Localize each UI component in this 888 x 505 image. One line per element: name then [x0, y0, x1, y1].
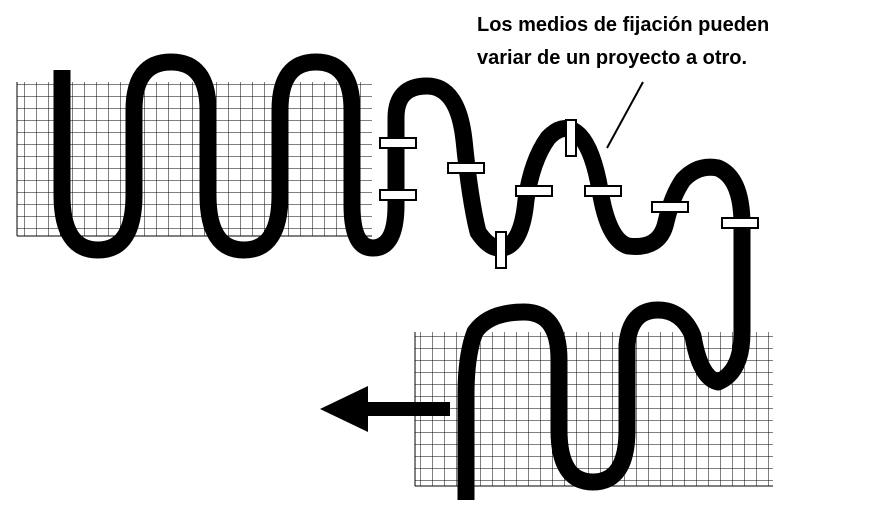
fastener-clip [495, 231, 507, 269]
fastener-clip [584, 185, 622, 197]
fastener-clip [565, 119, 577, 157]
fastener-clip [721, 217, 759, 229]
annotation-text: Los medios de fijación pueden variar de … [477, 14, 769, 69]
fastener-clip [379, 137, 417, 149]
upper-wire-mesh [16, 82, 372, 237]
fastener-clip [447, 162, 485, 174]
fastener-clip [651, 201, 689, 213]
pipe-fasteners [379, 119, 759, 269]
annotation-leader-line [606, 81, 644, 149]
flow-arrow-left [320, 386, 450, 432]
annotation-line-1: Los medios de fijación pueden [477, 14, 769, 36]
fastener-clip [515, 185, 553, 197]
annotation-line-2: variar de un proyecto a otro. [477, 47, 747, 69]
fastener-clip [379, 189, 417, 201]
heating-pipe [53, 53, 751, 500]
